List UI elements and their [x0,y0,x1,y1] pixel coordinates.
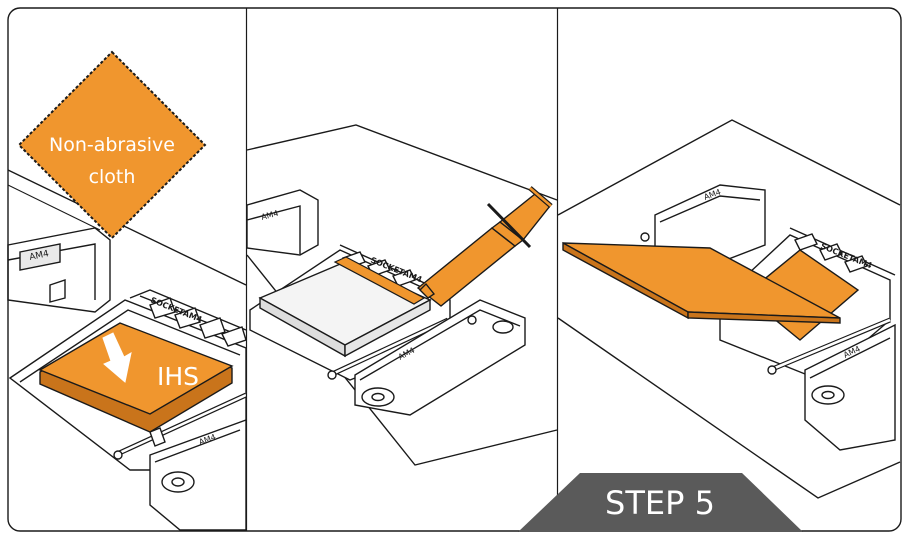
retention-bracket-left: AM4 [7,227,111,313]
cloth-label-line2: cloth [89,166,136,188]
screw-icon [467,315,477,325]
non-abrasive-cloth: Non-abrasive cloth [17,50,207,240]
retention-bracket-bottom-3: AM4 [804,323,896,451]
clip-marking-left: AM4 [29,249,51,263]
wipe-arrow-icon [102,332,132,383]
thermal-paste-line [333,256,426,305]
thermal-paste-syringe [416,186,553,307]
step-label: STEP 5 [605,484,715,522]
retention-bracket-top-2: AM4 [246,189,319,256]
step-badge: STEP 5 [518,473,803,532]
retention-bracket-bottom-2: AM4 [354,299,526,416]
panel-1-wipe-ihs: AM4 SOCKETAM4 IHS [7,50,248,531]
spreader-card [562,241,841,324]
clip-marking-2: AM4 [260,209,279,222]
cloth-label-line1: Non-abrasive [49,134,175,156]
screw-icon-3 [640,232,650,242]
panel-3-spread-paste: AM4 SOCKETAM4 AM4 [557,119,901,499]
ihs-label: IHS [157,362,199,391]
ihs-plate: IHS [38,322,234,433]
panel-2-apply-paste: AM4 SOCKETAM4 AM4 [246,124,558,466]
outer-frame [7,7,902,532]
retention-bracket-bottom: AM4 [149,418,247,531]
